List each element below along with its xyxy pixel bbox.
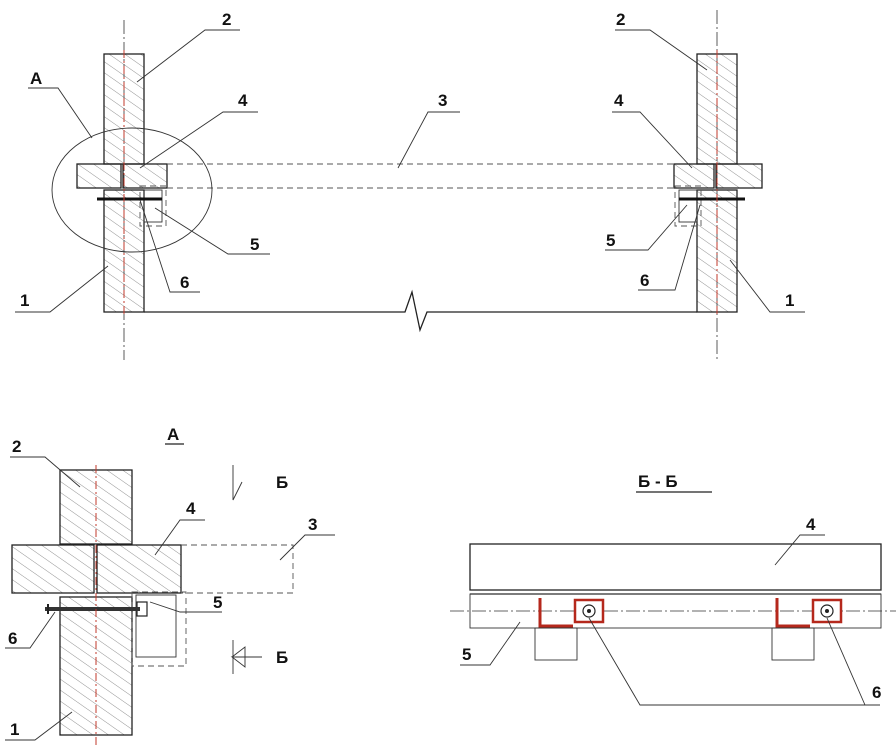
detail-a-view <box>5 456 335 745</box>
section-mark-bottom-arrow <box>230 646 262 668</box>
detail-leader-1 <box>5 711 73 741</box>
left-slab-inner <box>122 163 168 189</box>
section-bracket-left-leg <box>534 627 578 661</box>
section-bracket-left-red <box>538 598 573 628</box>
label-6-right: 6 <box>640 271 649 290</box>
detail-bracket-outline <box>131 591 187 667</box>
section-label-bottom: Б <box>276 648 288 667</box>
detail-label-5: 5 <box>213 593 222 612</box>
leader-2-left <box>136 29 240 83</box>
detail-leader-4 <box>154 519 205 556</box>
section-label-4: 4 <box>806 515 816 534</box>
right-bracket <box>678 189 698 223</box>
label-4-left: 4 <box>238 91 248 110</box>
section-bolt-right <box>820 604 834 618</box>
label-1-right: 1 <box>785 291 794 310</box>
detail-leader-5 <box>149 601 222 613</box>
detail-beam-outline <box>181 544 294 594</box>
section-mark-top <box>232 465 243 501</box>
section-beam <box>469 543 882 591</box>
label-6-left: 6 <box>180 273 189 292</box>
section-bracket-right-red <box>775 598 810 628</box>
section-leader-5 <box>460 621 521 666</box>
leader-6-left <box>139 199 200 293</box>
detail-slab-left <box>11 544 95 594</box>
right-slab-outer <box>715 163 763 189</box>
section-bb-view <box>450 534 896 706</box>
right-bracket-outline <box>674 185 702 227</box>
left-bracket <box>143 189 163 223</box>
label-2-left: 2 <box>222 10 231 29</box>
detail-label-6: 6 <box>8 629 17 648</box>
label-1-left: 1 <box>20 291 29 310</box>
detail-a-circle <box>51 127 213 253</box>
detail-leader-2 <box>10 456 81 488</box>
detail-label-1: 1 <box>10 720 19 739</box>
label-2-right: 2 <box>616 10 625 29</box>
left-slab-outer <box>76 163 122 189</box>
leader-1-right <box>729 259 805 313</box>
leader-2-right <box>615 29 708 71</box>
section-label-5: 5 <box>462 645 471 664</box>
section-bolt-right-center <box>825 609 829 613</box>
leader-5-right <box>605 204 688 251</box>
section-label-6: 6 <box>872 683 881 702</box>
leader-5-left <box>154 207 270 255</box>
left-bracket-outline <box>139 185 167 227</box>
leader-3 <box>397 111 460 169</box>
label-5-left: 5 <box>250 235 259 254</box>
section-leader-6b <box>826 617 866 706</box>
detail-leader-3 <box>279 534 335 561</box>
detail-leader-6 <box>5 611 56 649</box>
leader-1-left <box>15 265 109 313</box>
section-bolt-left <box>582 604 596 618</box>
label-a-top: А <box>30 69 42 88</box>
section-leader-4 <box>774 534 825 566</box>
detail-lower-column <box>59 596 133 736</box>
section-bolt-left-center <box>587 609 591 613</box>
top-elevation <box>15 10 805 360</box>
label-3-top: 3 <box>438 91 447 110</box>
label-4-right: 4 <box>614 91 624 110</box>
section-leader-6a <box>588 617 880 706</box>
leader-4-right <box>612 111 693 169</box>
leader-a <box>28 87 93 139</box>
section-title: Б - Б <box>638 472 678 491</box>
detail-label-a: А <box>167 425 179 444</box>
label-5-right: 5 <box>606 231 615 250</box>
floor-line-with-break <box>144 289 697 333</box>
detail-label-3: 3 <box>308 515 317 534</box>
detail-slab-right <box>96 544 182 594</box>
detail-label-4: 4 <box>186 499 196 518</box>
section-label-top: Б <box>276 473 288 492</box>
leader-4-left <box>139 111 258 169</box>
leader-6-right <box>638 204 701 291</box>
detail-bracket <box>135 594 177 658</box>
right-slab-inner <box>673 163 715 189</box>
section-bracket-right-leg <box>771 627 815 661</box>
detail-label-2: 2 <box>12 437 21 456</box>
